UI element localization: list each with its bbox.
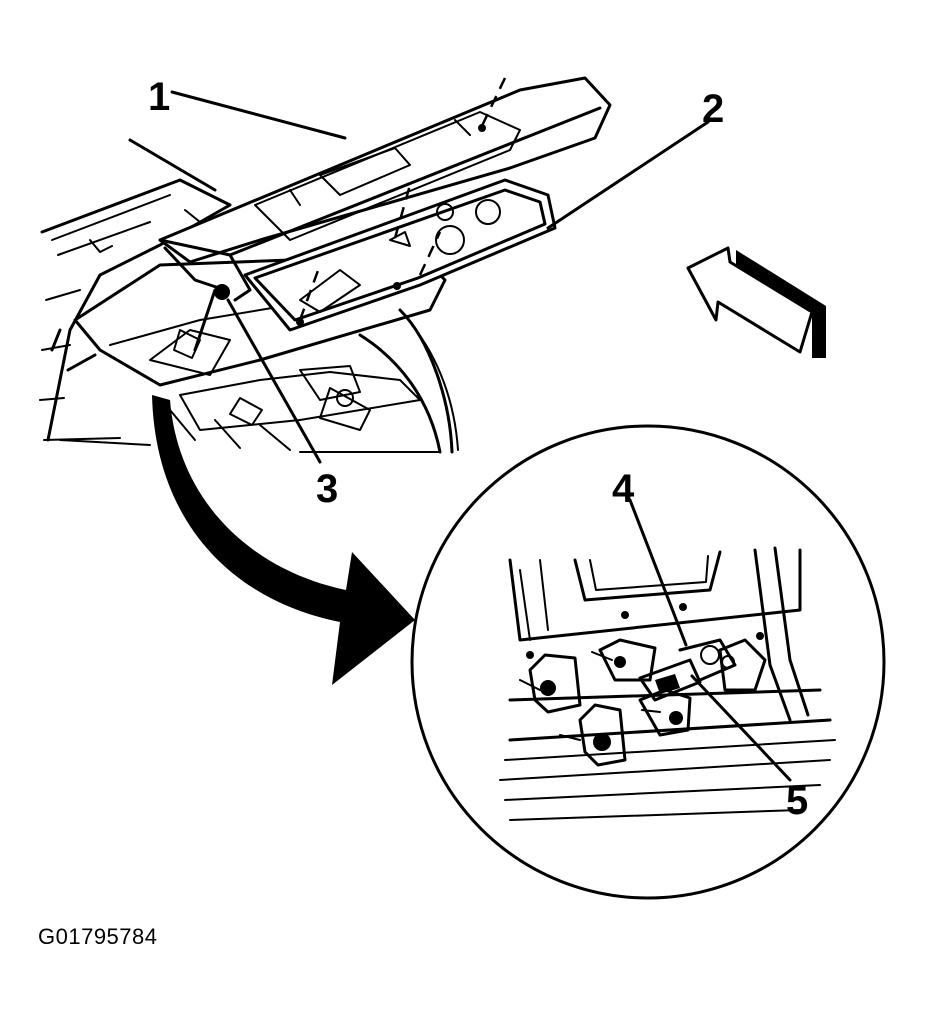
callout-5: 5	[786, 779, 808, 823]
detail-pointer-arrow	[152, 395, 415, 685]
view-direction-arrow	[686, 246, 826, 358]
figure-id-label: G01795784	[38, 924, 158, 949]
detail-view-circle	[410, 424, 886, 900]
spoiler-gasket	[243, 178, 557, 332]
callout-1: 1	[148, 75, 170, 119]
callout-leader-lines	[170, 90, 792, 782]
vehicle-rear-body	[39, 138, 459, 454]
callout-4: 4	[612, 467, 635, 511]
callout-3: 3	[316, 467, 338, 511]
callout-2: 2	[702, 87, 724, 131]
spoiler-assembly	[158, 76, 612, 359]
